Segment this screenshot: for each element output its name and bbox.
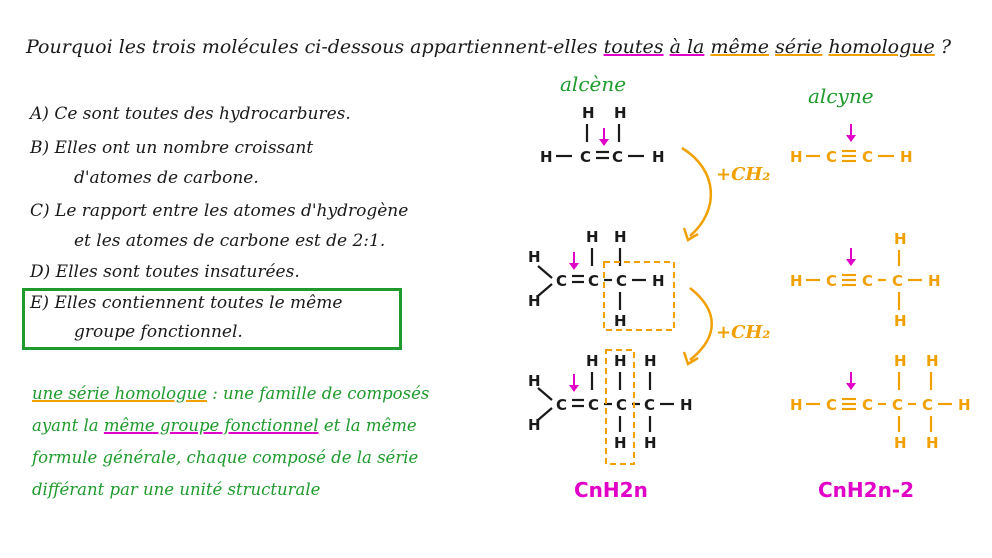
svg-text:H: H <box>528 292 541 310</box>
svg-text:H: H <box>926 352 939 370</box>
question-text: Pourquoi les trois molécules ci-dessous … <box>26 36 951 58</box>
definition-line1: une série homologue : une famille de com… <box>32 384 429 403</box>
svg-text:H: H <box>614 352 627 370</box>
ch2-box-butene <box>605 349 635 465</box>
question-part1: Pourquoi les trois molécules ci-dessous … <box>26 36 598 58</box>
option-b-line1: B) Elles ont un nombre croissant <box>30 138 314 158</box>
correct-answer-box <box>22 288 402 350</box>
svg-text:C: C <box>616 396 627 414</box>
svg-text:C: C <box>644 396 655 414</box>
definition-line3: formule générale, chaque composé de la s… <box>32 448 419 467</box>
svg-text:H: H <box>644 434 657 452</box>
question-part2: toutes <box>603 36 664 58</box>
svg-text:H: H <box>528 416 541 434</box>
option-a: A) Ce sont toutes des hydrocarbures. <box>30 104 351 124</box>
formula-alkyne: CnH2n-2 <box>818 478 915 502</box>
svg-text:H: H <box>614 312 627 330</box>
svg-text:H: H <box>652 148 665 166</box>
svg-text:C: C <box>556 272 567 290</box>
svg-text:H: H <box>790 272 803 290</box>
svg-text:H: H <box>528 372 541 390</box>
definition-line2-a: ayant la <box>32 416 99 435</box>
definition-line2-c: et la même <box>323 416 417 435</box>
svg-text:C: C <box>826 148 837 166</box>
svg-text:H: H <box>926 434 939 452</box>
svg-text:H: H <box>894 230 907 248</box>
curved-arrow-2 <box>689 287 713 361</box>
svg-text:H: H <box>790 396 803 414</box>
alkyne-label: alcyne <box>808 84 874 108</box>
plus-ch2-label-1: +CH₂ <box>716 164 771 185</box>
arrow-ethyne <box>846 124 856 142</box>
svg-text:H: H <box>680 396 693 414</box>
svg-text:H: H <box>582 104 595 122</box>
svg-text:H: H <box>894 434 907 452</box>
svg-text:H: H <box>614 104 627 122</box>
butyne: H C C C C H H H H H <box>790 352 971 452</box>
question-part7: ? <box>940 36 951 58</box>
svg-text:H: H <box>614 228 627 246</box>
propyne: H C C C H H H <box>790 230 941 330</box>
definition-term: une série homologue <box>32 384 207 403</box>
ethyne: H C C H <box>790 148 913 166</box>
svg-text:H: H <box>894 352 907 370</box>
propene: H H C C C H H H H <box>528 228 665 330</box>
svg-text:C: C <box>892 396 903 414</box>
option-c-line2: et les atomes de carbone est de 2:1. <box>74 231 386 251</box>
arrow-propyne <box>846 248 856 266</box>
svg-text:H: H <box>614 434 627 452</box>
definition-line1-rest: : une famille de composés <box>212 384 430 403</box>
svg-text:C: C <box>922 396 933 414</box>
option-e-line2: groupe fonctionnel. <box>74 322 243 342</box>
svg-text:C: C <box>588 396 599 414</box>
svg-text:H: H <box>586 352 599 370</box>
option-c-line1: C) Le rapport entre les atomes d'hydrogè… <box>30 201 409 221</box>
svg-text:H: H <box>894 312 907 330</box>
svg-text:H: H <box>644 352 657 370</box>
svg-text:C: C <box>862 272 873 290</box>
question-part6: homologue <box>828 36 935 58</box>
arrow-butene <box>569 374 579 392</box>
formula-alkene: CnH2n <box>574 478 648 502</box>
svg-text:H: H <box>900 148 913 166</box>
svg-text:H: H <box>652 272 665 290</box>
alkene-label: alcène <box>560 72 627 96</box>
ch2-box-propene <box>603 261 675 331</box>
svg-text:H: H <box>586 228 599 246</box>
svg-text:C: C <box>862 148 873 166</box>
option-e-line1: E) Elles contiennent toutes le même <box>30 293 343 313</box>
svg-text:H: H <box>958 396 971 414</box>
svg-text:C: C <box>580 148 591 166</box>
svg-text:C: C <box>612 148 623 166</box>
definition-line2: ayant la même groupe fonctionnel et la m… <box>32 416 417 435</box>
svg-text:C: C <box>556 396 567 414</box>
svg-text:C: C <box>892 272 903 290</box>
option-b-line2: d'atomes de carbone. <box>74 168 259 188</box>
svg-text:C: C <box>616 272 627 290</box>
butene: H H C C C C H H H H H H <box>528 352 693 452</box>
question-part5: série <box>775 36 823 58</box>
definition-line4: différant par une unité structurale <box>32 480 321 499</box>
svg-text:H: H <box>540 148 553 166</box>
curved-arrow-1 <box>681 146 712 237</box>
svg-text:H: H <box>928 272 941 290</box>
arrow-butyne <box>846 372 856 390</box>
svg-text:C: C <box>588 272 599 290</box>
svg-text:C: C <box>862 396 873 414</box>
plus-ch2-label-2: +CH₂ <box>716 322 771 343</box>
question-part4: même <box>710 36 769 58</box>
svg-text:H: H <box>790 148 803 166</box>
svg-text:C: C <box>826 396 837 414</box>
option-d: D) Elles sont toutes insaturées. <box>30 262 300 282</box>
question-part3: à la <box>669 36 705 58</box>
svg-text:C: C <box>826 272 837 290</box>
arrow-ethene <box>599 128 609 146</box>
svg-text:H: H <box>528 248 541 266</box>
definition-line2-b: même groupe fonctionnel <box>103 416 319 435</box>
arrow-propene <box>569 252 579 270</box>
ethene: H C C H H H <box>540 104 665 166</box>
